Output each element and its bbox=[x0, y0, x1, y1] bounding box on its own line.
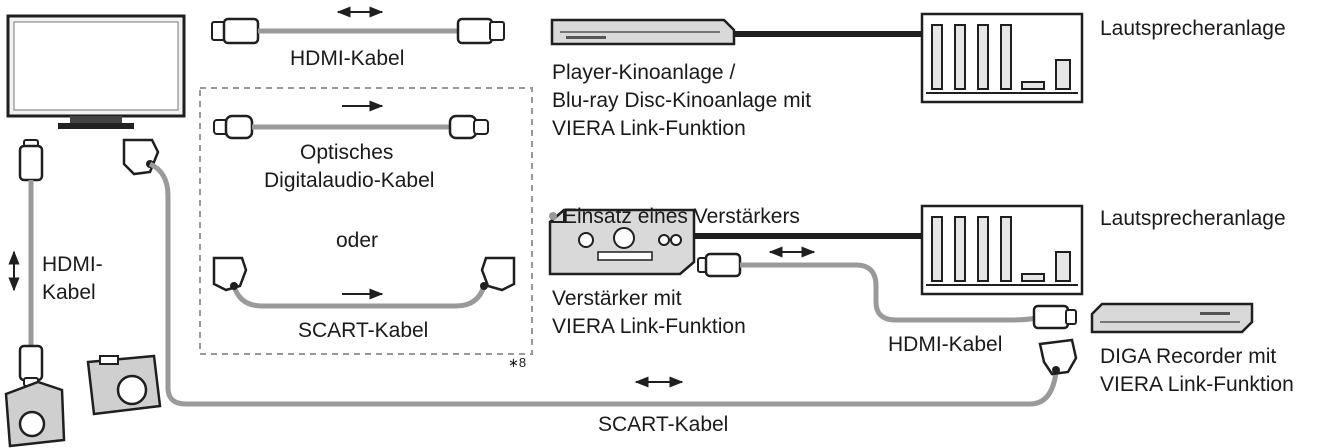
tv-icon bbox=[6, 14, 186, 129]
speaker-system-bottom-icon bbox=[920, 204, 1084, 296]
camcorder-icon bbox=[4, 380, 66, 448]
hdmi-left-label-line1: HDMI- bbox=[42, 253, 103, 276]
amp-label-line2: VIERA Link-Funktion bbox=[552, 315, 746, 338]
hdmi-right-label: HDMI-Kabel bbox=[888, 333, 1003, 356]
diga-label-line1: DIGA Recorder mit bbox=[1100, 345, 1277, 368]
optical-cable bbox=[213, 100, 489, 140]
speaker-bottom-label: Lautsprecheranlage bbox=[1100, 207, 1286, 230]
diga-label-line2: VIERA Link-Funktion bbox=[1100, 373, 1294, 396]
footnote-marker: ∗8 bbox=[508, 355, 527, 370]
hdmi-left-label-line2: Kabel bbox=[42, 281, 96, 304]
bullet-dot bbox=[549, 212, 557, 220]
hdmi-cable-left bbox=[8, 139, 44, 387]
diga-recorder-icon bbox=[1090, 302, 1254, 334]
hdmi-cable-top bbox=[211, 6, 505, 45]
speaker-top-label: Lautsprecheranlage bbox=[1100, 17, 1286, 40]
camera-icon bbox=[86, 354, 162, 416]
player-device-icon bbox=[550, 18, 736, 46]
amp-usage-label: Einsatz eines Verstärkers bbox=[563, 205, 800, 228]
optical-label-line1: Optisches bbox=[300, 141, 394, 164]
speaker-system-top-icon bbox=[920, 12, 1084, 104]
hdmi-cable-right bbox=[697, 246, 1077, 330]
scart-cable-inner bbox=[212, 256, 516, 309]
amp-label-line1: Verstärker mit bbox=[552, 287, 682, 310]
scart-inner-label: SCART-Kabel bbox=[298, 319, 429, 342]
scart-bottom-label: SCART-Kabel bbox=[598, 413, 729, 436]
amplifier-icon bbox=[548, 208, 696, 276]
player-label-line1: Player-Kinoanlage / bbox=[552, 61, 736, 84]
or-label: oder bbox=[336, 229, 379, 252]
player-label-line3: VIERA Link-Funktion bbox=[552, 117, 746, 140]
hdmi-cable-top-label: HDMI-Kabel bbox=[290, 47, 405, 70]
optical-label-line2: Digitalaudio-Kabel bbox=[264, 169, 435, 192]
alternative-cables-box bbox=[199, 87, 533, 355]
player-label-line2: Blu-ray Disc-Kinoanlage mit bbox=[552, 89, 812, 112]
scart-cable-bottom bbox=[122, 138, 1078, 407]
